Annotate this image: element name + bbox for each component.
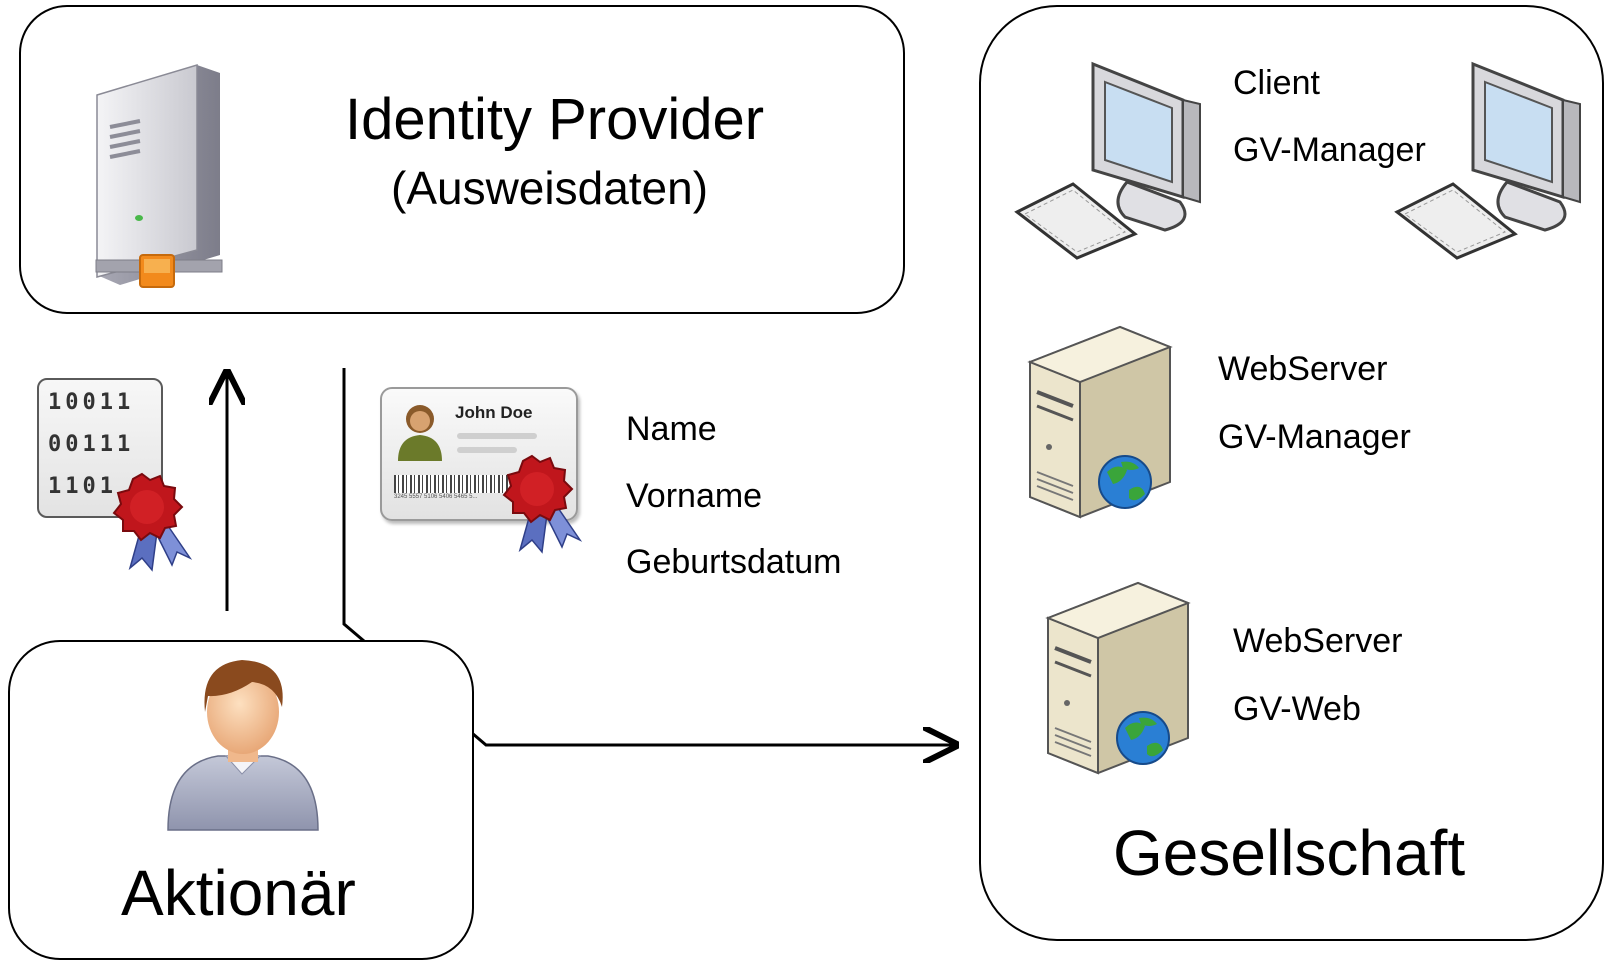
identity-provider-subtitle: (Ausweisdaten)	[391, 162, 709, 214]
card-line	[457, 433, 537, 439]
network-server-icon	[95, 63, 223, 288]
attribute-geburtsdatum: Geburtsdatum	[626, 543, 842, 581]
binary-line: 00111	[48, 432, 135, 457]
barcode-number: 3245 5557 5106 5406 5465 5...	[394, 494, 478, 500]
card-line	[457, 447, 517, 453]
client-app-label: GV-Manager	[1233, 131, 1426, 169]
identity-provider-title: Identity Provider	[345, 87, 765, 152]
signed-certificate-icon: 10011 00111 1101	[37, 378, 193, 573]
barcode	[394, 475, 514, 493]
avatar-icon	[398, 405, 442, 461]
attribute-vorname: Vorname	[626, 477, 763, 515]
actor-label: Aktionär	[121, 857, 356, 929]
user-icon	[167, 660, 319, 831]
web-server-icon	[1045, 581, 1191, 775]
client-label: Client	[1233, 64, 1320, 102]
wax-seal-icon	[112, 472, 193, 572]
webserver2-app-label: GV-Web	[1233, 690, 1361, 728]
wax-seal-icon	[502, 454, 583, 554]
binary-line: 10011	[48, 390, 135, 415]
desktop-computer-icon	[1394, 61, 1581, 260]
binary-line: 1101	[48, 474, 117, 499]
desktop-computer-icon	[1014, 61, 1201, 260]
card-name: John Doe	[455, 403, 533, 422]
identity-card-icon: John Doe 3245 5557 5106 5406 5465 5...	[380, 387, 585, 554]
webserver1-label: WebServer	[1218, 350, 1388, 388]
company-label: Gesellschaft	[1113, 817, 1466, 889]
webserver1-app-label: GV-Manager	[1218, 418, 1411, 456]
web-server-icon	[1027, 325, 1173, 519]
webserver2-label: WebServer	[1233, 622, 1403, 660]
attribute-name: Name	[626, 410, 717, 448]
